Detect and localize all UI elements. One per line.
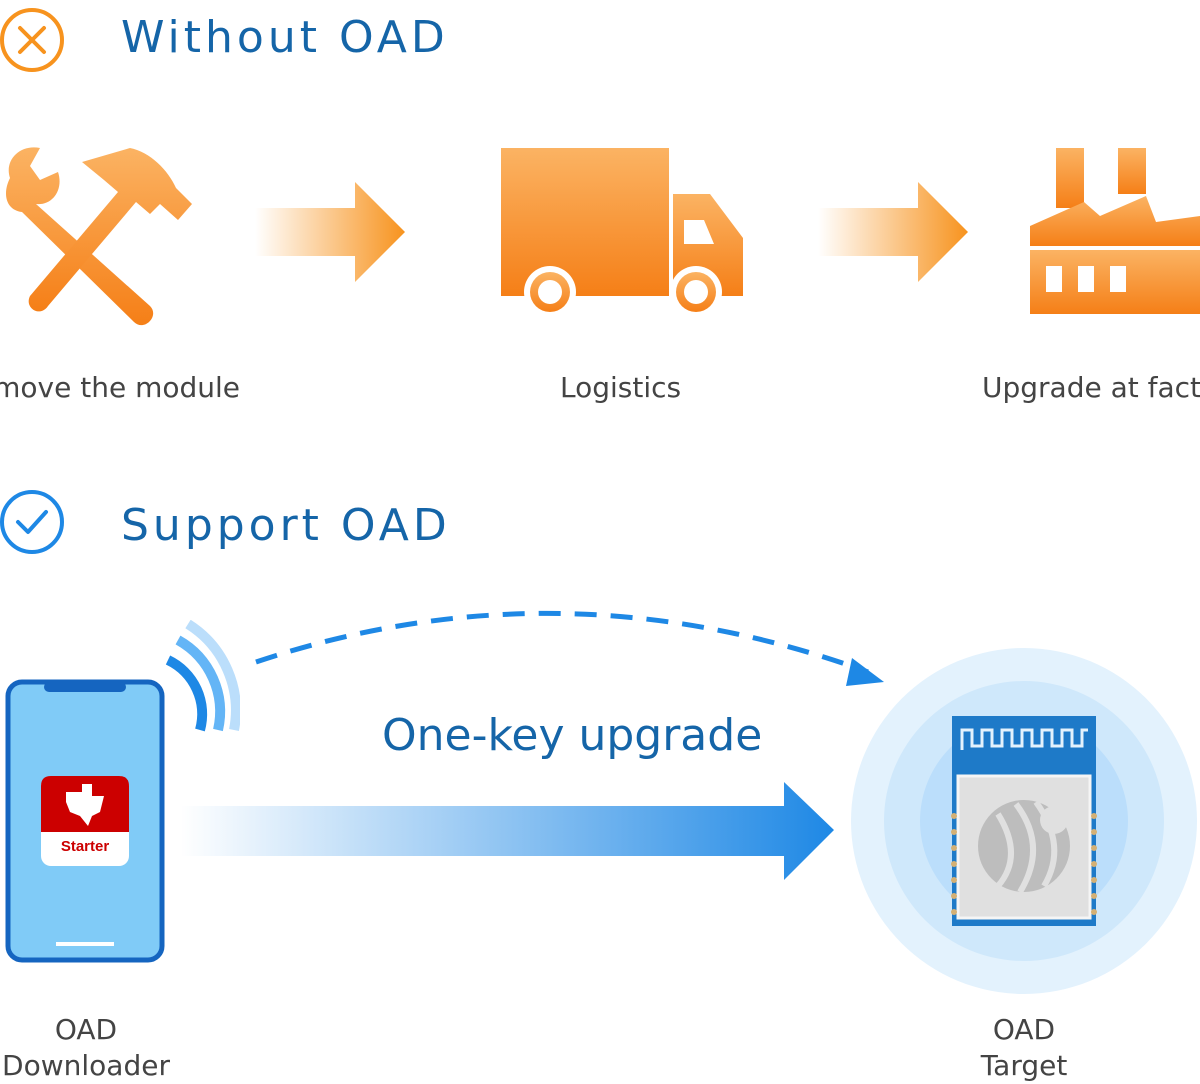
app-label: Starter <box>60 838 110 855</box>
oad-downloader-label: OAD Downloader <box>0 1012 172 1084</box>
phone-device <box>5 620 240 963</box>
one-key-upgrade-label: One-key upgrade <box>382 710 763 761</box>
support-oad-title: Support OAD <box>121 500 451 551</box>
wrench-hammer-icon <box>6 147 193 326</box>
oad-downloader-line2: Downloader <box>2 1049 170 1082</box>
check-circle-icon <box>0 490 64 554</box>
factory-icon <box>1030 148 1200 314</box>
support-oad-section: Support OAD <box>0 480 1200 1084</box>
without-oad-title: Without OAD <box>121 12 449 63</box>
arrow-right-icon <box>255 182 405 282</box>
step-label-remove-module: Remove the module <box>0 371 240 404</box>
step-label-logistics: Logistics <box>560 371 682 404</box>
oad-target-line2: Target <box>980 1049 1068 1082</box>
cross-circle-icon <box>0 8 64 72</box>
arrow-right-icon <box>818 182 968 282</box>
delivery-truck-icon <box>501 148 743 318</box>
oad-downloader-line1: OAD <box>54 1013 118 1046</box>
step-label-upgrade-factory: Upgrade at factory <box>982 371 1200 404</box>
wireless-transfer-arrow <box>255 610 884 686</box>
oad-target-module <box>851 648 1197 994</box>
without-oad-section: Without OAD <box>0 0 1200 420</box>
oad-target-label: OAD Target <box>964 1012 1084 1084</box>
one-key-upgrade-arrow <box>180 782 834 880</box>
oad-target-line1: OAD <box>992 1013 1056 1046</box>
